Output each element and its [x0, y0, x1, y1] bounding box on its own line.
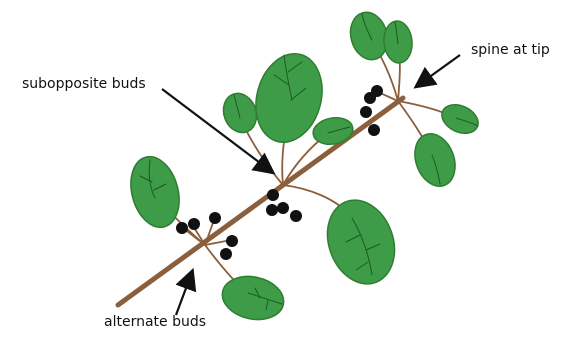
bud: [220, 248, 232, 260]
leaf: [218, 89, 262, 138]
bud: [290, 210, 302, 222]
spine-arrow: [417, 55, 460, 86]
bud: [188, 218, 200, 230]
alternate-arrow: [176, 272, 192, 315]
bud: [226, 235, 238, 247]
leaf: [408, 128, 462, 192]
bud: [360, 106, 372, 118]
bud: [266, 204, 278, 216]
bud: [364, 92, 376, 104]
bud: [209, 212, 221, 224]
subopposite-buds-label: subopposite buds: [22, 77, 146, 91]
bud: [368, 124, 380, 136]
bud: [267, 189, 279, 201]
leaf: [316, 191, 406, 294]
leaf: [218, 271, 287, 325]
spine-at-tip-label: spine at tip: [471, 43, 550, 57]
bud: [277, 202, 289, 214]
alternate-buds-label: alternate buds: [104, 315, 206, 329]
bud: [176, 222, 188, 234]
leaves: [123, 8, 482, 325]
